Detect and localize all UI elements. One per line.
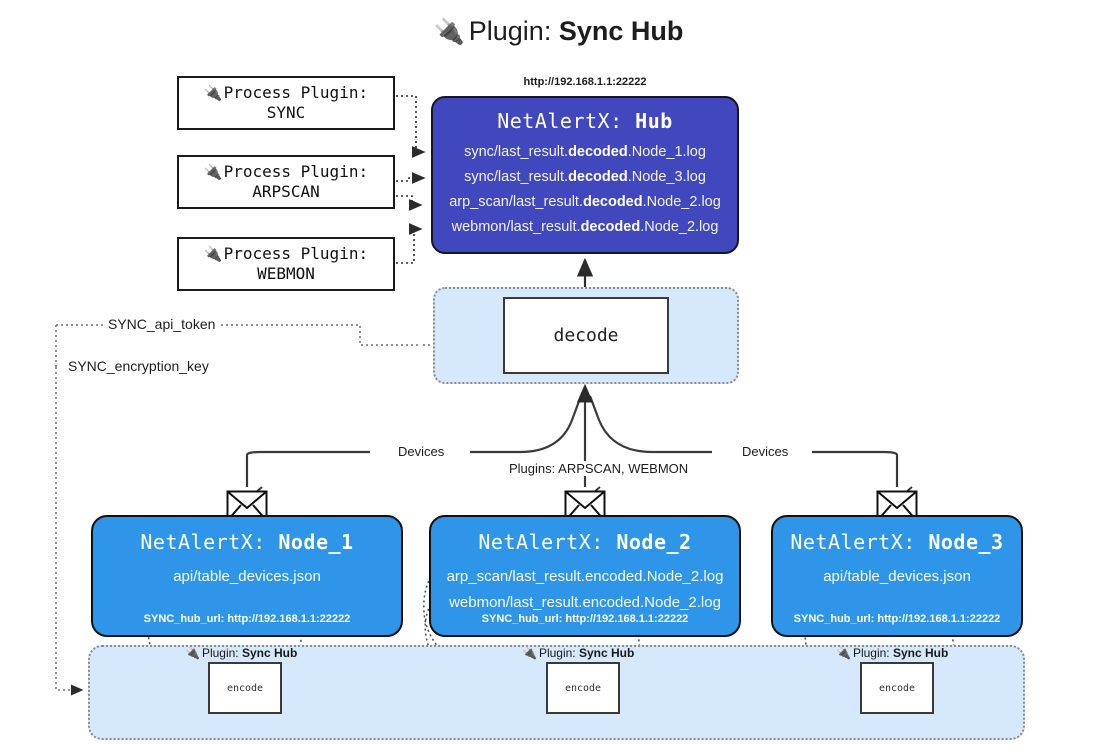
hub-node[interactable]: NetAlertX: Hub sync/last_result.decoded.… bbox=[431, 96, 739, 254]
sync-api-token-label: SYNC_api_token bbox=[104, 316, 220, 332]
node-2-title: NetAlertX: Node_2 bbox=[478, 530, 692, 554]
plug-icon: 🔌 bbox=[433, 18, 465, 46]
node-2-line-1: arp_scan/last_result.encoded.Node_2.log bbox=[446, 568, 724, 585]
edge-label-plugins-center: Plugins: ARPSCAN, WEBMON bbox=[505, 461, 693, 476]
node-1-line-1: api/table_devices.json bbox=[173, 568, 321, 585]
process-plugin-arpscan-line1: 🔌Process Plugin: bbox=[203, 162, 369, 181]
hub-log-3: arp_scan/last_result.decoded.Node_2.log bbox=[449, 193, 721, 210]
node-3-footer: SYNC_hub_url: http://192.168.1.1:22222 bbox=[793, 613, 1001, 625]
encode-2-caption: 🔌Plugin: Sync Hub bbox=[522, 646, 635, 660]
node-2-footer: SYNC_hub_url: http://192.168.1.1:22222 bbox=[481, 613, 689, 625]
encode-3-caption: 🔌Plugin: Sync Hub bbox=[836, 646, 949, 660]
edge-label-devices-right: Devices bbox=[738, 444, 793, 459]
plug-icon: 🔌 bbox=[203, 245, 223, 263]
encode-1-caption: 🔌Plugin: Sync Hub bbox=[185, 646, 298, 660]
encode-box-1[interactable]: encode bbox=[208, 662, 282, 714]
node-1-footer: SYNC_hub_url: http://192.168.1.1:22222 bbox=[143, 613, 351, 625]
page-title: 🔌Plugin: Sync Hub bbox=[0, 16, 1117, 47]
node-1[interactable]: NetAlertX: Node_1 api/table_devices.json… bbox=[91, 515, 403, 637]
hub-url: http://192.168.1.1:22222 bbox=[523, 76, 647, 88]
encode-box-2[interactable]: encode bbox=[546, 662, 620, 714]
node-2-line-2: webmon/last_result.encoded.Node_2.log bbox=[449, 594, 721, 611]
sync-encryption-key-label: SYNC_encryption_key bbox=[64, 358, 213, 374]
node-3-line-1: api/table_devices.json bbox=[823, 568, 971, 585]
process-plugin-sync[interactable]: 🔌Process Plugin: SYNC bbox=[177, 76, 395, 130]
plug-icon: 🔌 bbox=[203, 163, 223, 181]
plug-icon: 🔌 bbox=[836, 646, 851, 660]
page-title-prefix: Plugin: bbox=[468, 16, 559, 46]
page-title-name: Sync Hub bbox=[558, 16, 684, 46]
process-plugin-arpscan-line2: ARPSCAN bbox=[252, 182, 320, 201]
node-3-title: NetAlertX: Node_3 bbox=[790, 530, 1004, 554]
edge-label-devices-left: Devices bbox=[394, 444, 449, 459]
plug-icon: 🔌 bbox=[185, 646, 200, 660]
plug-icon: 🔌 bbox=[203, 84, 223, 102]
process-plugin-webmon-line2: WEBMON bbox=[257, 264, 315, 283]
node-2[interactable]: NetAlertX: Node_2 arp_scan/last_result.e… bbox=[429, 515, 741, 637]
node-3[interactable]: NetAlertX: Node_3 api/table_devices.json… bbox=[771, 515, 1023, 637]
process-plugin-webmon[interactable]: 🔌Process Plugin: WEBMON bbox=[177, 237, 395, 291]
encode-box-3[interactable]: encode bbox=[860, 662, 934, 714]
plug-icon: 🔌 bbox=[522, 646, 537, 660]
hub-title: NetAlertX: Hub bbox=[497, 109, 673, 133]
hub-log-1: sync/last_result.decoded.Node_1.log bbox=[464, 144, 706, 160]
hub-log-4: webmon/last_result.decoded.Node_2.log bbox=[451, 218, 719, 235]
process-plugin-sync-line2: SYNC bbox=[266, 103, 306, 122]
node-1-title: NetAlertX: Node_1 bbox=[140, 530, 354, 554]
process-plugin-webmon-line1: 🔌Process Plugin: bbox=[203, 244, 369, 263]
process-plugin-arpscan[interactable]: 🔌Process Plugin: ARPSCAN bbox=[177, 155, 395, 209]
process-plugin-sync-line1: 🔌Process Plugin: bbox=[203, 83, 369, 102]
decode-box[interactable]: decode bbox=[503, 297, 669, 374]
hub-log-2: sync/last_result.decoded.Node_3.log bbox=[464, 168, 706, 185]
